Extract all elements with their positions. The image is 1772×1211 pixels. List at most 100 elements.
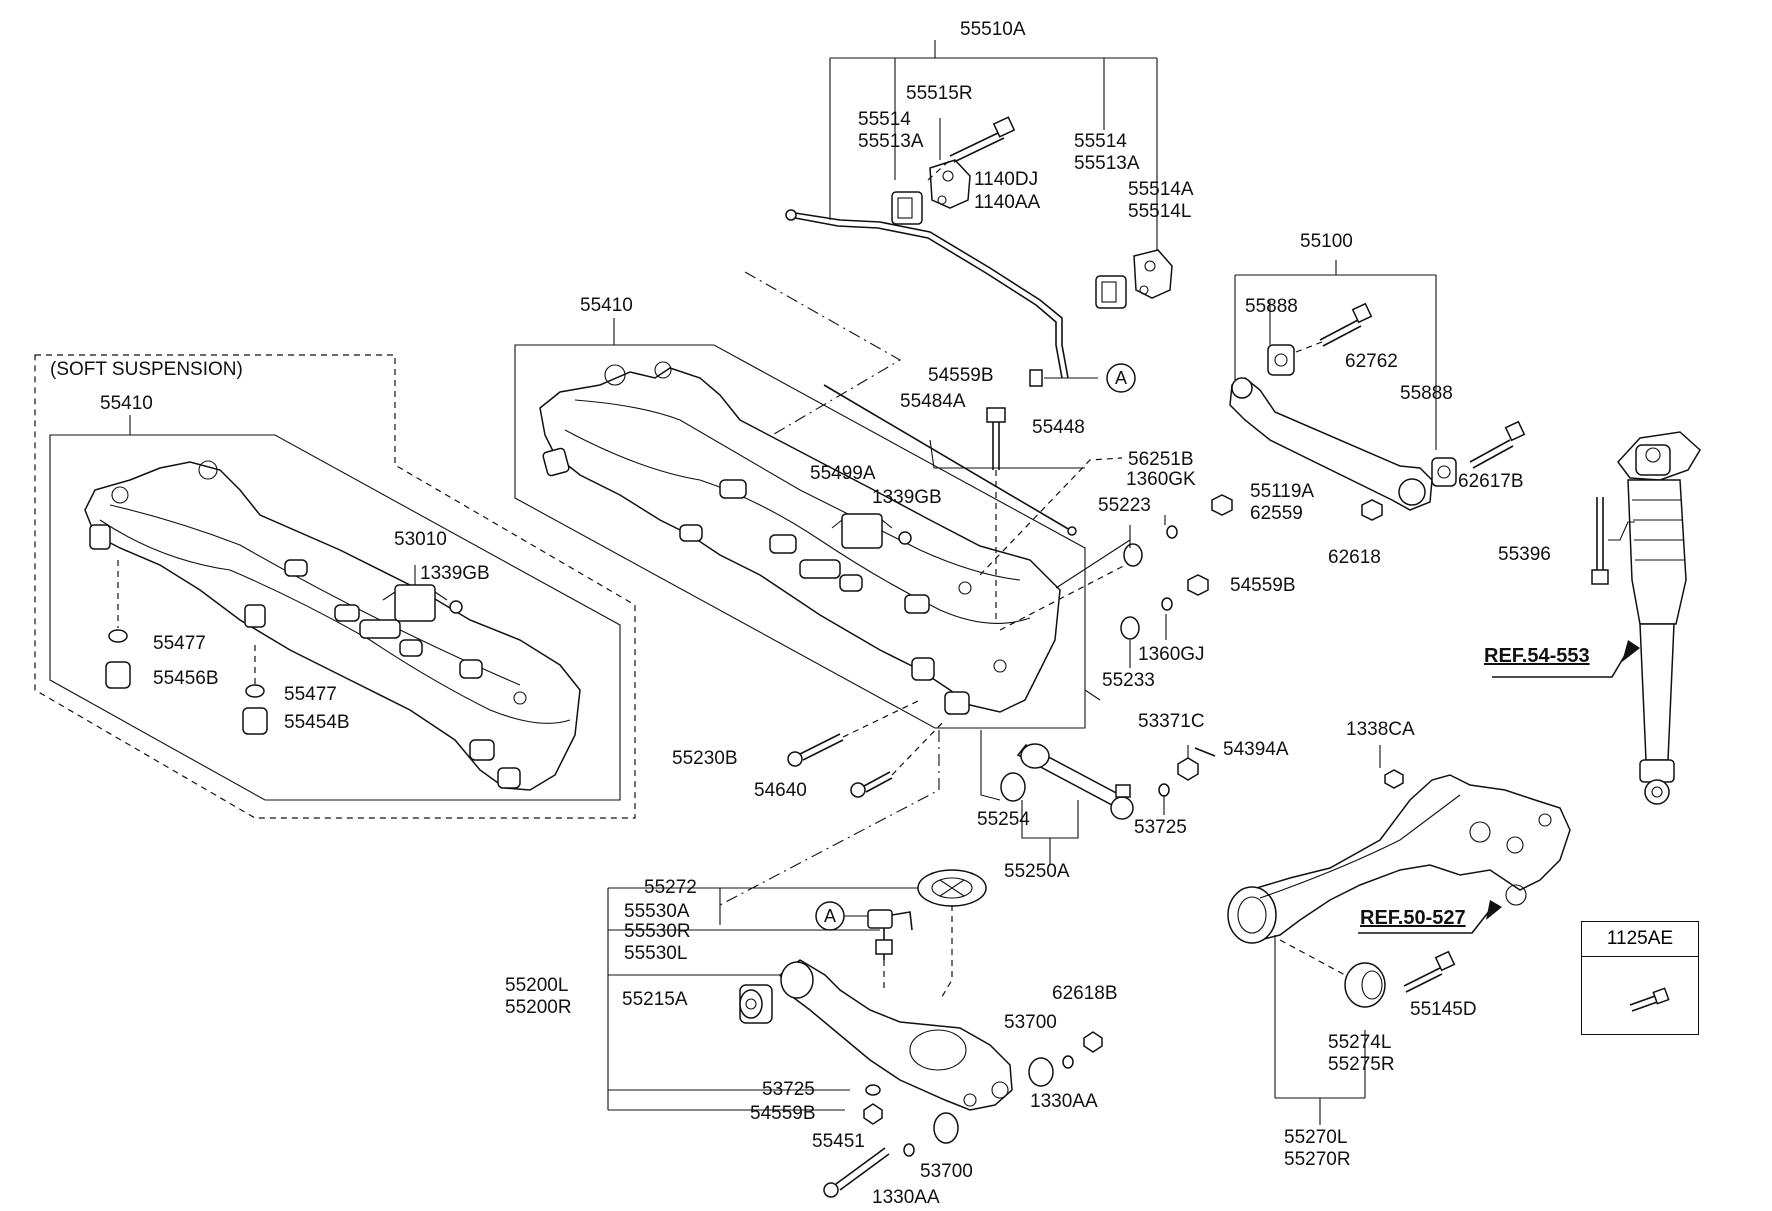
label-55499A: 55499A xyxy=(810,463,876,484)
label-55514-right: 55514 xyxy=(1074,131,1127,152)
label-55230B: 55230B xyxy=(672,748,738,769)
lateral-link-55250A xyxy=(1016,743,1134,820)
bushing-53700-upper xyxy=(1028,1031,1103,1087)
label-62559: 62559 xyxy=(1250,503,1303,524)
mount-55499A xyxy=(831,513,912,549)
tie-rod-55484A xyxy=(823,384,1085,536)
label-1330AA-upper: 1330AA xyxy=(1030,1091,1098,1112)
label-55233: 55233 xyxy=(1102,670,1155,691)
shock-absorber xyxy=(1617,431,1701,805)
label-55275R: 55275R xyxy=(1328,1054,1395,1075)
label-54559B-top: 54559B xyxy=(928,365,994,386)
label-55514A: 55514A xyxy=(1128,179,1194,200)
ref54-leader xyxy=(1492,649,1629,678)
label-55223: 55223 xyxy=(1098,495,1151,516)
lower-arm-55200 xyxy=(779,959,1013,1111)
label-53725-lower: 53725 xyxy=(762,1079,815,1100)
main-crossmember xyxy=(539,361,1061,715)
ref-50-527-link[interactable]: REF.50-527 xyxy=(1360,907,1466,929)
main-crossmember-outline xyxy=(514,318,1086,729)
label-55215A: 55215A xyxy=(622,989,688,1010)
reference-circle-a-top xyxy=(1106,363,1136,393)
label-55145D: 55145D xyxy=(1410,999,1477,1020)
lateral-arm-55100 xyxy=(1229,377,1433,511)
stabilizer-bushing-left xyxy=(891,191,923,225)
label-54559B-mid: 54559B xyxy=(1230,575,1296,596)
stabilizer-link-line xyxy=(729,271,902,461)
ref-54-553-link[interactable]: REF.54-553 xyxy=(1484,645,1590,667)
label-55272: 55272 xyxy=(644,877,697,898)
label-53010: 53010 xyxy=(394,529,447,550)
label-55270L: 55270L xyxy=(1284,1127,1348,1148)
screw-1125AE xyxy=(1629,987,1670,1012)
label-55888-upper: 55888 xyxy=(1245,296,1298,317)
washers-53725-54559B xyxy=(863,1084,883,1125)
nut-53371C xyxy=(1158,745,1199,815)
label-62618: 62618 xyxy=(1328,547,1381,568)
trailing-arm-55270 xyxy=(1227,769,1571,944)
label-62618B: 62618B xyxy=(1052,983,1118,1004)
label-1339GB-soft: 1339GB xyxy=(420,563,490,584)
circle-a-bottom-letter: A xyxy=(824,906,837,926)
bushing-55888-upper xyxy=(1267,344,1295,376)
crossmember-lower-link2 xyxy=(980,730,1001,801)
label-55513A-left: 55513A xyxy=(858,131,924,152)
label-55513A-right: 55513A xyxy=(1074,153,1140,174)
label-53725-right: 53725 xyxy=(1134,817,1187,838)
cotter-pin-54394A xyxy=(1194,747,1216,757)
bushings-55456B xyxy=(105,560,268,735)
label-1338CA: 1338CA xyxy=(1346,719,1415,740)
bolt-54640 xyxy=(850,719,946,798)
label-55270R: 55270R xyxy=(1284,1149,1351,1170)
circle-a-top-letter: A xyxy=(1115,368,1128,388)
label-soft-suspension: (SOFT SUSPENSION) xyxy=(50,359,243,380)
crossmember-lower-link xyxy=(719,730,940,906)
label-55448: 55448 xyxy=(1032,417,1085,438)
bolt-55448 xyxy=(986,407,1006,620)
bolt-55145D xyxy=(1403,950,1456,993)
label-55514-left: 55514 xyxy=(858,109,911,130)
label-55451: 55451 xyxy=(812,1131,865,1152)
label-1140AA: 1140AA xyxy=(974,192,1041,213)
stabilizer-bracket-right xyxy=(1133,249,1173,299)
label-55888-lower: 55888 xyxy=(1400,383,1453,404)
label-55396: 55396 xyxy=(1498,544,1551,565)
label-55100: 55100 xyxy=(1300,231,1353,252)
leader-55272 xyxy=(607,887,930,1111)
mount-53010 xyxy=(382,565,463,622)
label-1140DJ: 1140DJ xyxy=(974,169,1039,190)
label-53700-upper: 53700 xyxy=(1004,1012,1057,1033)
ref50-arrow xyxy=(1486,900,1502,920)
label-55530L: 55530L xyxy=(624,943,688,964)
stabilizer-bar xyxy=(785,209,1069,379)
nut-62618 xyxy=(1361,499,1383,521)
leader-55510A xyxy=(829,40,1158,250)
crossmember-leader-right xyxy=(1055,539,1131,701)
soft-crossmember xyxy=(84,460,581,791)
label-62762: 62762 xyxy=(1345,351,1398,372)
label-53371C: 53371C xyxy=(1138,711,1205,732)
bushing-55215A xyxy=(739,984,773,1024)
label-1360GJ: 1360GJ xyxy=(1138,644,1205,665)
label-55530R: 55530R xyxy=(624,921,691,942)
spring-seat-55272 xyxy=(917,869,987,1001)
bushing-55254 xyxy=(1000,772,1026,802)
bolt-55230B xyxy=(787,699,921,767)
part-box-1125AE: 1125AE xyxy=(1581,921,1699,1035)
label-55515R: 55515R xyxy=(906,83,973,104)
crossmember-dash-leader xyxy=(979,457,1136,631)
label-55410-soft: 55410 xyxy=(100,393,153,414)
stabilizer-bushing-right xyxy=(1095,275,1127,309)
label-54394A: 54394A xyxy=(1223,739,1289,760)
washer-leaders xyxy=(1129,515,1167,668)
label-55514L: 55514L xyxy=(1128,201,1192,222)
bolt-1140DJ xyxy=(927,116,1016,181)
label-55254: 55254 xyxy=(977,809,1030,830)
label-55510A: 55510A xyxy=(960,19,1026,40)
bolt-55451 xyxy=(823,1147,890,1198)
label-1339GB-main: 1339GB xyxy=(872,487,942,508)
stabilizer-bracket-left xyxy=(929,159,971,209)
soft-suspension-box xyxy=(34,354,636,819)
label-55477-upper: 55477 xyxy=(153,633,206,654)
